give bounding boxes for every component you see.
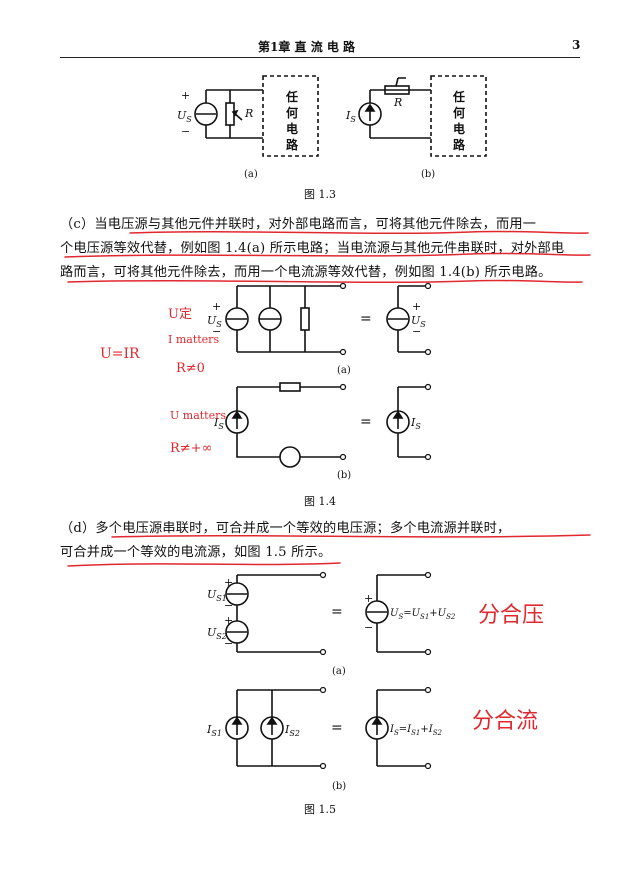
fig15a-right-minus: − [364, 621, 373, 634]
fig15a-left-circuit [225, 574, 320, 653]
page-number: 3 [572, 38, 581, 52]
underline-d1 [111, 534, 591, 538]
fig15a-minus-2: − [224, 637, 233, 650]
fig14b-right-is-label: IS [410, 416, 421, 431]
underline-c3 [67, 279, 583, 284]
fig13-sub-a: (a) [244, 169, 258, 180]
fig15b-is-sum-label: IS=IS1+IS2 [389, 724, 442, 737]
paragraph-c-line-2: 个电压源等效代替，例如图 1.4(a) 所示电路；当电流源与其他元件串联时，对外… [60, 241, 565, 256]
fig13a-r-label: R [244, 107, 253, 120]
fig13b-box-char-3: 电 [453, 121, 465, 136]
fig13b-r-label: R [393, 96, 402, 109]
fig13b-box-char-1: 任 [452, 89, 465, 104]
note-r-not-infinite: R≠+∞ [170, 441, 212, 456]
fig14b-left-circuit [225, 382, 340, 468]
fig13a-us-label: US [177, 109, 192, 124]
paragraph-c-line-1: （c）当电压源与其他元件并联时，对外部电路而言，可将其他元件除去，而用一 [60, 217, 537, 232]
fig15b-equals: = [331, 720, 343, 736]
note-i-matters: I matters [168, 333, 219, 346]
fig15-sub-b: (b) [332, 781, 346, 792]
note-combine-current: 分合流 [472, 709, 538, 734]
fig15a-minus-1: − [224, 599, 233, 612]
fig14a-left-circuit [225, 285, 340, 353]
fig15a-right-circuit [365, 574, 425, 653]
fig13a-box-char-4: 路 [286, 137, 299, 152]
fig14a-plus: + [212, 300, 221, 313]
fig15-sub-a: (a) [332, 666, 346, 677]
terminals [319, 282, 432, 770]
fig14b-equals: = [360, 414, 372, 430]
red-annotations [64, 230, 591, 567]
fig14b-is-label: IS [213, 416, 224, 431]
header-rule [60, 57, 580, 58]
note-ohms-law: U=IR [100, 346, 140, 362]
fig15b-left-circuit [225, 689, 320, 767]
fig14a-equals: = [360, 311, 372, 327]
fig15a-us2-label: US2 [207, 626, 227, 641]
note-u-fixed: U定 [168, 307, 192, 322]
fig15b-is1-label: IS1 [206, 723, 222, 738]
fig15-caption: 图 1.5 [304, 803, 336, 816]
fig14a-us-label: US [207, 314, 222, 329]
fig13a-box [262, 75, 319, 157]
fig14a-right-circuit [386, 285, 425, 353]
fig13b-box-char-2: 何 [453, 105, 465, 120]
fig13-caption: 图 1.3 [304, 188, 336, 201]
note-combine-voltage: 分合压 [478, 603, 544, 628]
fig15a-plus-2: + [224, 614, 233, 627]
fig13-sub-b: (b) [421, 169, 435, 180]
fig14a-minus: − [212, 325, 221, 338]
note-u-matters: U matters [170, 409, 226, 422]
underline-d2 [67, 562, 341, 567]
fig13b-is-label: IS [345, 109, 356, 124]
paragraph-c-line-3: 路而言，可将其他元件除去，而用一个电流源等效代替，例如图 1.4(b) 所示电路… [60, 265, 552, 280]
fig13a-box-char-1: 任 [285, 89, 298, 104]
fig14-sub-b: (b) [337, 470, 351, 481]
fig13a-minus: − [181, 125, 190, 138]
fig14a-right-minus: − [412, 325, 421, 338]
fig13a-circuit [194, 89, 263, 139]
underline-c2 [64, 252, 591, 258]
fig13a-box-char-2: 何 [286, 105, 298, 120]
fig14b-right-circuit [386, 386, 425, 458]
fig14a-right-us-label: US [411, 314, 426, 329]
fig13a-plus: + [181, 89, 190, 102]
fig15b-is2-label: IS2 [284, 723, 300, 738]
fig13b-box-char-4: 路 [453, 137, 466, 152]
fig14-sub-a: (a) [337, 365, 351, 376]
paragraph-d-line-2: 可合并成一个等效的电流源，如图 1.5 所示。 [60, 545, 332, 560]
note-r-nonzero: R≠0 [176, 361, 205, 376]
fig15a-right-plus: + [364, 592, 373, 605]
fig14-caption: 图 1.4 [304, 495, 336, 508]
fig15a-plus-1: + [224, 576, 233, 589]
fig13b-box [430, 75, 487, 157]
paragraph-d-line-1: （d）多个电压源串联时，可合并成一个等效的电压源；多个电流源并联时， [60, 521, 511, 536]
fig13a-box-char-3: 电 [286, 121, 298, 136]
fig14a-right-plus: + [412, 300, 421, 313]
underline-c1 [129, 230, 589, 235]
chapter-header: 第1章 直 流 电 路 [258, 40, 356, 54]
fig15b-right-circuit [365, 689, 425, 767]
fig15a-us-sum-label: US=US1+US2 [390, 608, 456, 621]
fig13b-circuit [358, 77, 431, 139]
fig15a-equals: = [331, 604, 343, 620]
fig15a-us1-label: US1 [207, 588, 227, 603]
